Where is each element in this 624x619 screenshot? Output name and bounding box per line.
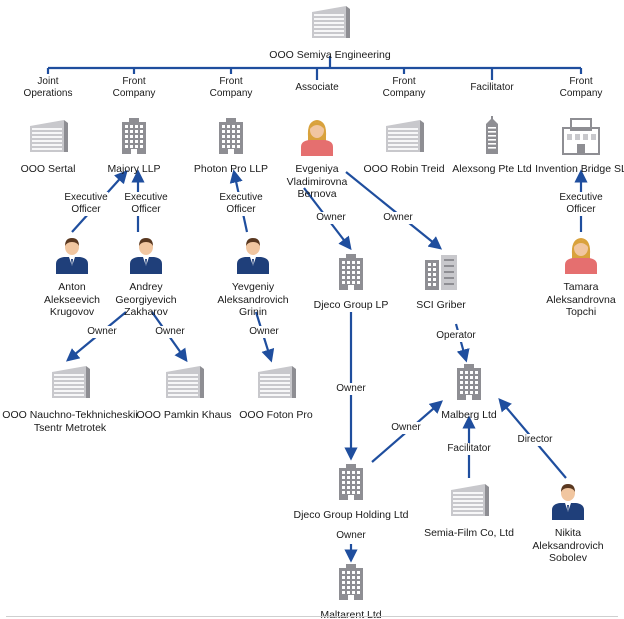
- person-male-icon: [124, 234, 168, 279]
- node-djecoholding: Djeco Group Holding Ltd: [281, 462, 421, 542]
- edge-label-zakharov-majory: Executive Officer: [123, 192, 169, 216]
- node-invention: Invention Bridge SL: [531, 116, 624, 196]
- node-alexsong: Alexsong Pte Ltd: [442, 116, 542, 196]
- building-wide-icon: [382, 116, 426, 161]
- node-label: Photon Pro LLP: [193, 163, 269, 175]
- edge-label-grinin-foton: Owner: [248, 326, 280, 338]
- node-label: Semia-Film Co, Ltd: [424, 527, 514, 539]
- node-krugovov: Anton Alekseevich Krugovov: [27, 234, 117, 318]
- person-male-icon: [50, 234, 94, 279]
- edge-label-zakharov-pamkin: Owner: [154, 326, 186, 338]
- node-sertal: OOO Sertal: [3, 116, 93, 196]
- building-tall-icon: [329, 462, 373, 507]
- node-label: Nikita Aleksandrovich Sobolev: [532, 527, 604, 564]
- node-foton: OOO Foton Pro: [226, 362, 326, 442]
- edge-label-zakharov-metrotek: Owner: [86, 326, 118, 338]
- node-malberg: Malberg Ltd: [429, 362, 509, 442]
- edge-label-semiya-photon: Front Company: [208, 76, 254, 100]
- edge-label-griber-malberg: Operator: [435, 330, 477, 342]
- building-wide-icon: [308, 2, 352, 47]
- building-modern-icon: [559, 116, 603, 161]
- node-majory: Majory LLP: [89, 116, 179, 196]
- node-label: OOO Sertal: [20, 163, 76, 175]
- building-tall-icon: [329, 252, 373, 297]
- building-wide-icon: [254, 362, 298, 407]
- building-wide-icon: [48, 362, 92, 407]
- node-label: Djeco Group LP: [313, 299, 389, 311]
- node-label: Evgeniya Vladimirovna Bernova: [286, 163, 348, 200]
- node-label: Alexsong Pte Ltd: [452, 163, 532, 175]
- node-label: Anton Alekseevich Krugovov: [43, 281, 101, 318]
- edge-label-semiya-alexsong: Facilitator: [469, 82, 515, 94]
- edge-label-djecolp-djecoholding: Owner: [335, 383, 367, 395]
- edge-label-semiya-sertal: Joint Operations: [22, 76, 74, 100]
- edge-label-semiya-invention: Front Company: [558, 76, 604, 100]
- node-label: Djeco Group Holding Ltd: [293, 509, 409, 521]
- edge-label-sobolev-malberg: Director: [516, 434, 554, 446]
- node-sobolev: Nikita Aleksandrovich Sobolev: [518, 480, 618, 564]
- node-label: OOO Foton Pro: [239, 409, 313, 421]
- edge-label-semiya-majory: Front Company: [111, 76, 157, 100]
- building-tall-icon: [329, 562, 373, 607]
- building-wide-icon: [26, 116, 70, 161]
- edge-label-topchi-invention: Executive Officer: [558, 192, 604, 216]
- edge-label-semiafilm-malberg: Facilitator: [446, 443, 492, 455]
- edge-label-semiya-bernova: Associate: [294, 82, 340, 94]
- node-label: Invention Bridge SL: [535, 163, 624, 175]
- node-semiya: OOO Semiya Engineering: [250, 2, 410, 82]
- node-zakharov: Andrey Georgiyevich Zakharov: [101, 234, 191, 318]
- node-label: OOO Semiya Engineering: [269, 49, 391, 61]
- person-male-icon: [546, 480, 590, 525]
- building-wide-icon: [162, 362, 206, 407]
- node-label: SCI Griber: [416, 299, 466, 311]
- person-male-icon: [231, 234, 275, 279]
- edge-label-bernova-griber: Owner: [382, 212, 414, 224]
- node-label: Yevgeniy Aleksandrovich Grinin: [217, 281, 289, 318]
- building-wide-icon: [447, 480, 491, 525]
- node-pamkin: OOO Pamkin Khaus: [134, 362, 234, 442]
- node-topchi: Tamara Aleksandrovna Topchi: [531, 234, 624, 318]
- node-semiafilm: Semia-Film Co, Ltd: [414, 480, 524, 560]
- edge-bernova-griber: [345, 171, 443, 250]
- building-tall-icon: [112, 116, 156, 161]
- node-metrotek: OOO Nauchno-Tekhnicheskii Tsentr Metrote…: [0, 362, 145, 442]
- node-label: OOO Nauchno-Tekhnicheskii Tsentr Metrote…: [2, 409, 138, 434]
- node-label: OOO Pamkin Khaus: [136, 409, 232, 421]
- building-tall-icon: [209, 116, 253, 161]
- node-griber: SCI Griber: [396, 252, 486, 332]
- person-female-icon: [559, 234, 603, 279]
- node-bernova: Evgeniya Vladimirovna Bernova: [267, 116, 367, 200]
- edge-label-krugovov-majory: Executive Officer: [63, 192, 109, 216]
- node-djecolp: Djeco Group LP: [301, 252, 401, 332]
- edge-label-djecoholding-malberg: Owner: [390, 422, 422, 434]
- node-label: Andrey Georgiyevich Zakharov: [115, 281, 177, 318]
- skyscraper-icon: [470, 116, 514, 161]
- node-label: Tamara Aleksandrovna Topchi: [546, 281, 616, 318]
- edge-label-grinin-photon: Executive Officer: [218, 192, 264, 216]
- node-label: Maltarent Ltd: [320, 609, 382, 619]
- person-female-icon: [295, 116, 339, 161]
- edge-label-djecoholding-maltarent: Owner: [335, 530, 367, 542]
- edge-label-semiya-robin: Front Company: [381, 76, 427, 100]
- node-grinin: Yevgeniy Aleksandrovich Grinin: [198, 234, 308, 318]
- node-photon: Photon Pro LLP: [181, 116, 281, 196]
- node-robin: OOO Robin Treid: [354, 116, 454, 196]
- node-maltarent: Maltarent Ltd: [306, 562, 396, 619]
- building-tall-icon: [447, 362, 491, 407]
- bottom-divider: [6, 616, 618, 617]
- node-label: Malberg Ltd: [441, 409, 497, 421]
- parent-bus-line: [46, 56, 583, 80]
- edge-label-bernova-djecolp: Owner: [315, 212, 347, 224]
- node-label: Majory LLP: [107, 163, 161, 175]
- node-label: OOO Robin Treid: [363, 163, 445, 175]
- building-pair-icon: [419, 252, 463, 297]
